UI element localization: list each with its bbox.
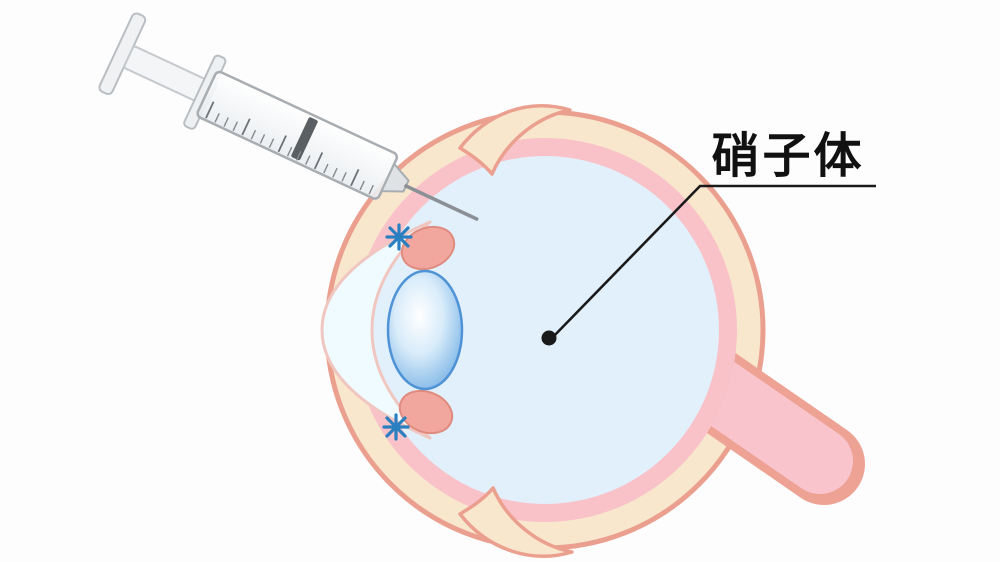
ciliary-body-top <box>400 225 456 271</box>
vitreous-shape <box>371 156 719 504</box>
plunger-stopper <box>291 117 318 161</box>
ciliary-body-bottom <box>398 389 454 435</box>
barrel <box>196 70 399 200</box>
leader-line <box>550 184 876 340</box>
needle-hub <box>379 162 410 193</box>
graduation-ticks-minor <box>214 112 374 195</box>
zonule-star-bottom <box>382 413 410 441</box>
anchor-dot <box>541 330 557 346</box>
vitreous-label: 硝子体 <box>711 128 864 184</box>
sclera-horn-bottom <box>458 486 574 558</box>
syringe-icon <box>98 12 479 221</box>
needle <box>404 184 479 221</box>
zonule-star-top <box>385 223 413 251</box>
sclera-horn-top <box>458 104 572 176</box>
lens-shape <box>386 269 464 391</box>
graduation-ticks-major <box>205 101 360 187</box>
cornea-shape <box>320 220 432 440</box>
